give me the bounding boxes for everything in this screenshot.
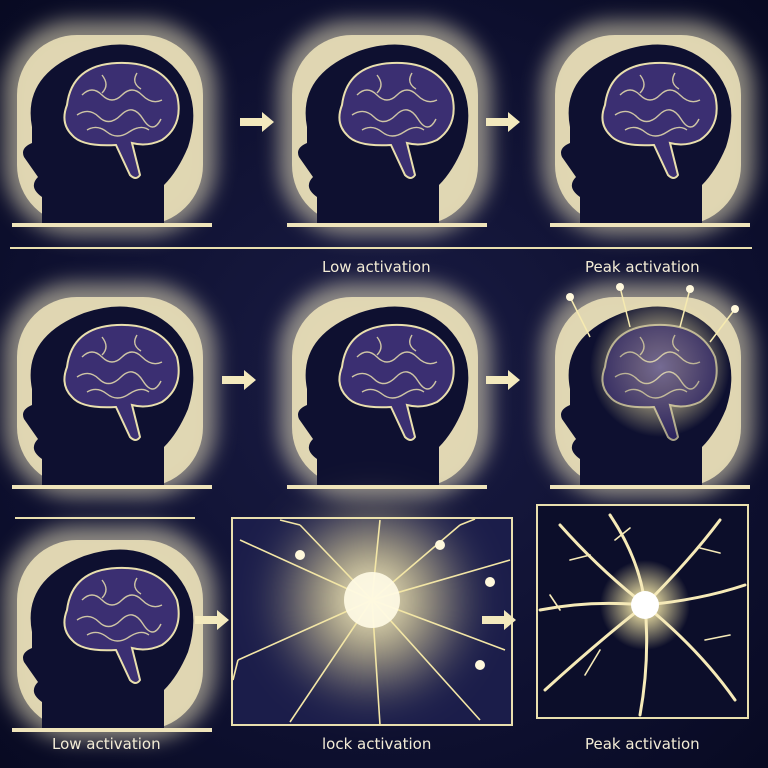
label-lock-activation: lock activation (322, 735, 432, 753)
head-row2-3-glowing (542, 283, 754, 497)
head-row2-1 (4, 283, 216, 497)
label-peak-activation: Peak activation (585, 258, 700, 276)
head-row1-3 (542, 21, 754, 235)
neuron-panel (536, 504, 749, 719)
label-low-activation-bottom: Low activation (52, 735, 161, 753)
neuron-icon (538, 513, 747, 717)
arrow-right-icon (486, 112, 520, 132)
head-row3-1 (4, 526, 216, 740)
head-row1-2 (279, 21, 491, 235)
arrow-right-icon (486, 370, 520, 390)
label-peak-activation-bottom: Peak activation (585, 735, 700, 753)
arrow-right-icon (222, 370, 256, 390)
arrow-right-icon (240, 112, 274, 132)
lock-activation-panel (231, 490, 513, 726)
head-row1-1 (4, 21, 216, 235)
label-low-activation: Low activation (322, 258, 431, 276)
head-row2-2 (279, 283, 491, 497)
